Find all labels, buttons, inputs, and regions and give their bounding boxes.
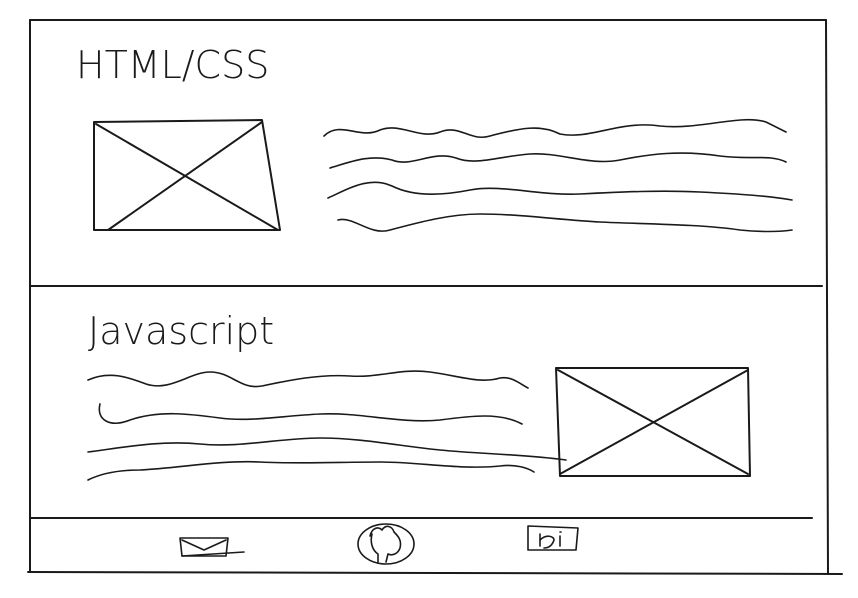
section-title: Javascript bbox=[88, 309, 274, 353]
frame-right-border bbox=[825, 19, 829, 575]
linkedin-icon[interactable] bbox=[527, 525, 579, 551]
footer bbox=[179, 523, 579, 565]
page-frame bbox=[27, 19, 843, 575]
section-html-css: HTML/CSS bbox=[76, 43, 793, 233]
section-title: HTML/CSS bbox=[76, 43, 269, 87]
github-icon[interactable] bbox=[357, 523, 415, 565]
text-placeholder-lines bbox=[323, 118, 793, 233]
image-placeholder bbox=[93, 119, 281, 231]
text-placeholder-lines bbox=[87, 370, 567, 481]
section-javascript: Javascript bbox=[87, 309, 751, 481]
frame-bottom-border bbox=[27, 571, 843, 575]
mail-icon[interactable] bbox=[179, 537, 245, 557]
image-placeholder bbox=[555, 367, 751, 477]
